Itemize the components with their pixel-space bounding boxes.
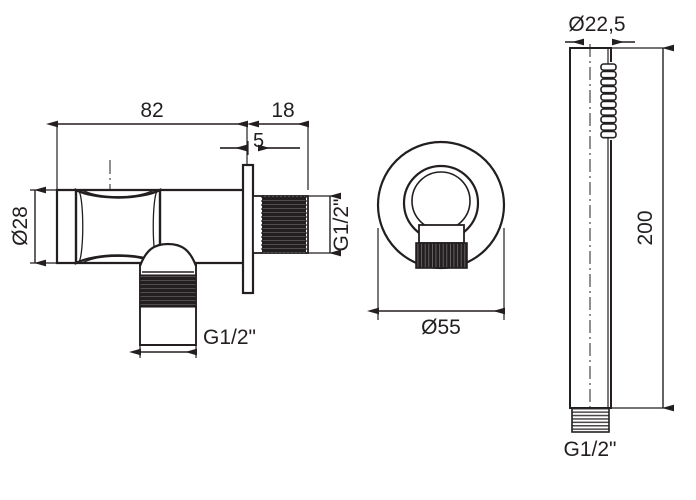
flange-inner-circle: [411, 171, 471, 231]
dimension-d55-label: Ø55: [421, 316, 461, 339]
shower-thread-connection: G1/2": [564, 407, 617, 461]
dimension-5-label: 5: [253, 130, 264, 152]
side-view: 82 18 5 Ø28: [9, 99, 353, 358]
wall-flange-plate: [241, 163, 255, 295]
bottom-threaded-outlet: [138, 242, 198, 346]
dimension-d55: Ø55: [367, 228, 505, 339]
dimension-d28-label: Ø28: [9, 206, 32, 246]
dimension-d225: Ø22,5: [565, 13, 635, 46]
dimension-g12-bottom-label: G1/2": [203, 326, 256, 349]
dimension-18-label: 18: [271, 99, 294, 122]
dimension-g12-bottom: G1/2": [129, 326, 256, 358]
front-view: Ø55: [367, 140, 506, 339]
hand-shower-view: Ø22,5: [564, 13, 674, 461]
dimension-d225-label: Ø22,5: [568, 13, 625, 36]
dimension-d28: Ø28: [9, 186, 62, 267]
front-view-outlet: [415, 224, 468, 269]
dimension-82-label: 82: [140, 99, 163, 122]
dimension-18: 18: [247, 99, 309, 128]
side-threaded-outlet: [252, 195, 309, 254]
dimension-g12-side-label: G1/2": [330, 199, 353, 252]
dimension-g12-shower-label: G1/2": [564, 438, 617, 461]
dimension-g12-side: G1/2": [308, 192, 353, 257]
dimension-200: 200: [609, 44, 674, 412]
dimension-200-label: 200: [634, 210, 657, 245]
side-view-extension-lines: [56, 124, 309, 190]
shower-knurl-detail: [600, 48, 617, 408]
dimension-82: 82: [46, 99, 248, 128]
dimension-5: 5: [220, 130, 300, 155]
